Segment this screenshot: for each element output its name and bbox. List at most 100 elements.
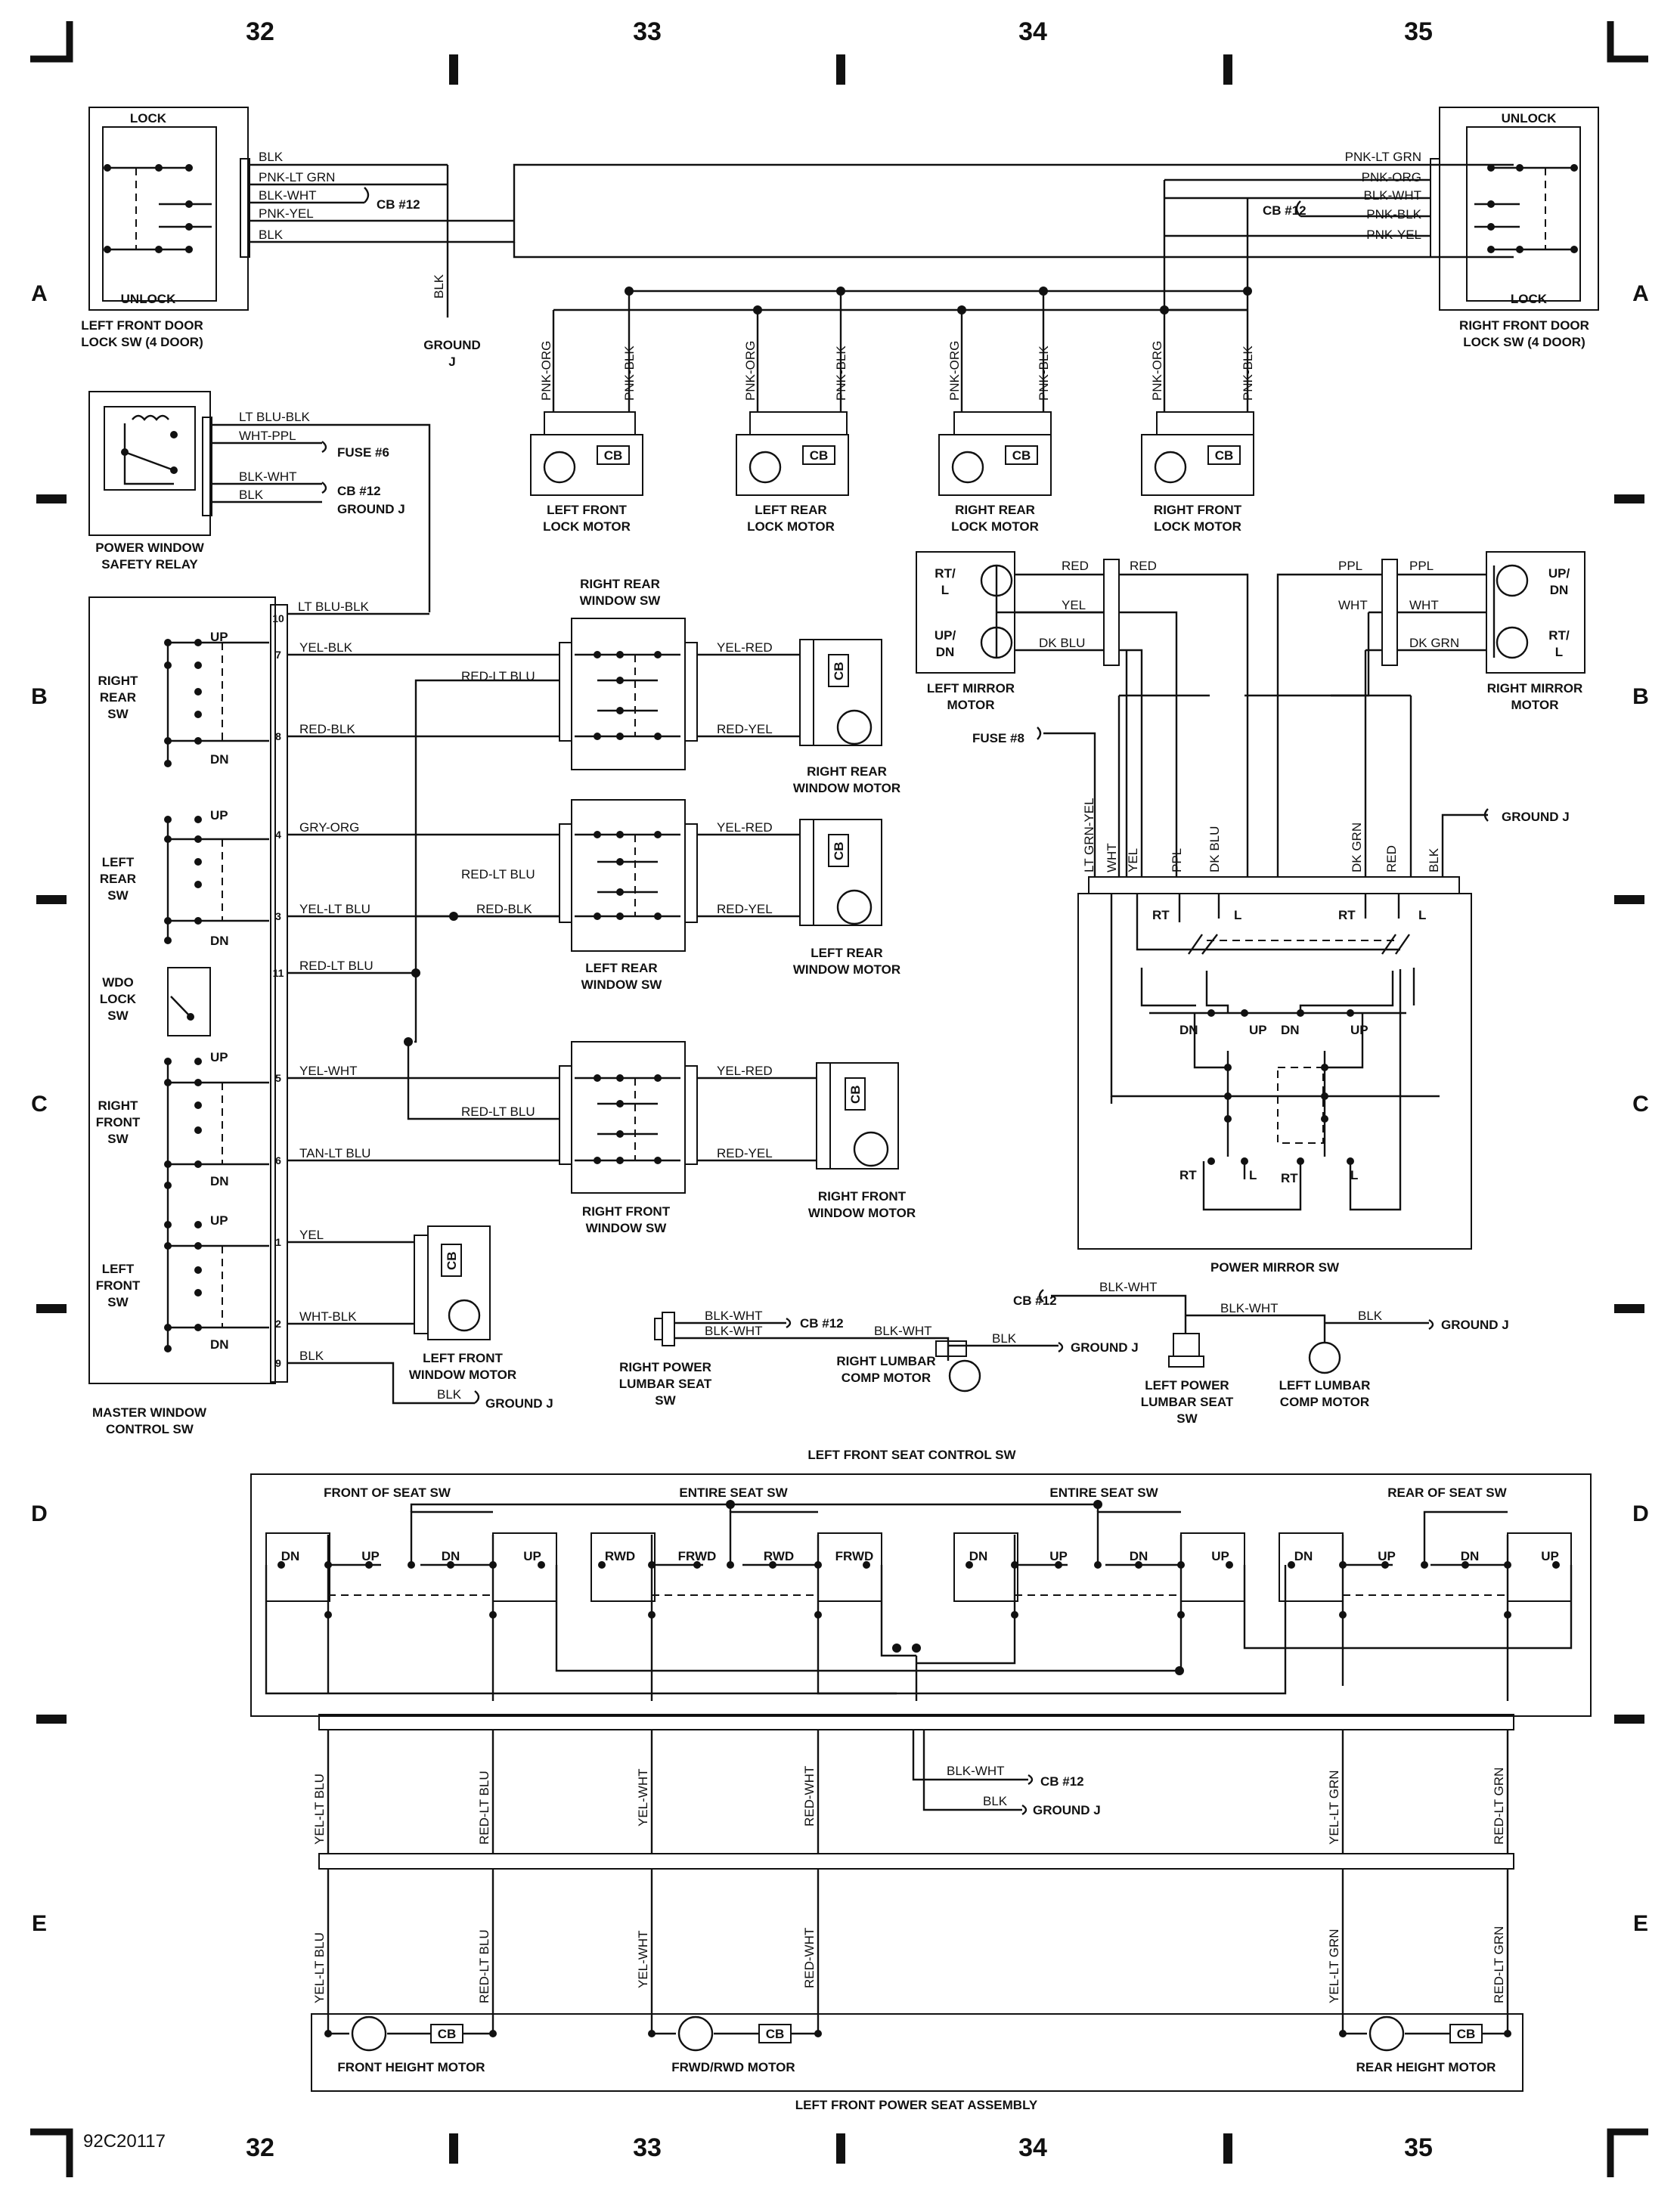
svg-text:DN: DN [1294, 1549, 1313, 1563]
svg-text:BLK: BLK [983, 1794, 1008, 1808]
svg-text:RED-YEL: RED-YEL [717, 902, 773, 916]
svg-text:CB: CB [1457, 2027, 1476, 2041]
right-mirror-motor: UP/ DN RT/ L RIGHT MIRROR MOTOR [1486, 551, 1585, 712]
svg-text:PPL: PPL [1409, 559, 1434, 573]
right-rear-window-switch: RIGHT REAR WINDOW SW RED-LT BLU YEL-RED … [461, 577, 800, 770]
svg-text:UP: UP [210, 808, 228, 823]
svg-text:UP: UP [210, 1213, 228, 1228]
svg-text:WINDOW SW: WINDOW SW [581, 977, 663, 992]
svg-text:9: 9 [275, 1357, 281, 1369]
svg-text:BLK-WHT: BLK-WHT [705, 1309, 763, 1323]
power-mirror-switch-label: POWER MIRROR SW [1210, 1260, 1340, 1275]
col-32-bottom: 32 [246, 2133, 274, 2162]
seat-control-title: LEFT FRONT SEAT CONTROL SW [807, 1448, 1016, 1462]
seat-harness: BLK-WHT BLK CB #12 GROUND J YEL-LT BLU R… [311, 1714, 1523, 2112]
left-door-switch-name-2: LOCK SW (4 DOOR) [81, 335, 203, 349]
svg-text:BLK-WHT: BLK-WHT [705, 1324, 763, 1338]
left-mirror-connector [1103, 559, 1120, 666]
svg-text:RIGHT MIRROR: RIGHT MIRROR [1487, 681, 1583, 696]
right-mirror-connector [1381, 559, 1398, 666]
svg-text:LEFT LUMBAR: LEFT LUMBAR [1279, 1378, 1371, 1393]
svg-text:ENTIRE SEAT SW: ENTIRE SEAT SW [679, 1486, 788, 1500]
master-ground-wire: BLK [437, 1387, 462, 1402]
tick-right-1 [1614, 494, 1644, 503]
svg-text:RED: RED [1130, 559, 1157, 573]
left-door-wire-5: BLK [259, 228, 284, 242]
svg-text:3: 3 [275, 910, 281, 922]
front-height-motor-label: FRONT HEIGHT MOTOR [337, 2060, 485, 2074]
row-d-right: D [1632, 1501, 1649, 1526]
door-lock-circuit: LOCK UNLOCK LEFT FRONT DOOR LOCK SW (4 D… [81, 107, 1599, 412]
svg-text:LOCK MOTOR: LOCK MOTOR [1154, 519, 1241, 534]
left-lumbar-motor-icon [1308, 1341, 1341, 1374]
col-34-top: 34 [1018, 17, 1047, 46]
svg-text:SW: SW [107, 1008, 129, 1023]
svg-text:DN: DN [281, 1549, 300, 1563]
svg-text:RT: RT [1179, 1168, 1197, 1182]
right-lumbar-motor-icon [948, 1359, 981, 1393]
svg-text:UP: UP [1350, 1023, 1368, 1037]
svg-text:DN: DN [936, 645, 955, 659]
seat-assembly-box [311, 2013, 1523, 2092]
svg-text:PNK-ORG: PNK-ORG [947, 341, 962, 401]
svg-text:GROUND J: GROUND J [1071, 1340, 1139, 1355]
motor-icon [749, 451, 782, 484]
svg-text:UP: UP [1211, 1549, 1229, 1563]
tick-right-4 [1614, 1715, 1644, 1724]
svg-text:RIGHT LUMBAR: RIGHT LUMBAR [836, 1354, 935, 1368]
tick-bottom-3 [1223, 2133, 1232, 2164]
svg-text:YEL: YEL [1062, 598, 1086, 612]
svg-text:DN: DN [1179, 1023, 1198, 1037]
svg-text:YEL-WHT: YEL-WHT [636, 1931, 650, 1989]
svg-text:RIGHT FRONT: RIGHT FRONT [582, 1204, 671, 1219]
left-lock-label: LOCK [130, 111, 167, 125]
front-height-motor-icon [351, 2015, 387, 2052]
svg-text:WINDOW MOTOR: WINDOW MOTOR [793, 962, 900, 977]
svg-text:RED-WHT: RED-WHT [802, 1928, 817, 1988]
tick-top-1 [449, 54, 458, 85]
motor-icon [836, 889, 873, 925]
grid-frame: 32 33 34 35 32 33 34 35 A B C D E A B C … [30, 17, 1649, 2177]
svg-text:1: 1 [275, 1236, 281, 1248]
svg-text:RT: RT [1281, 1171, 1298, 1185]
svg-text:RIGHT REAR: RIGHT REAR [955, 503, 1035, 517]
svg-text:CB: CB [832, 661, 846, 680]
power-mirror-switch [1077, 893, 1472, 1250]
mirror-circuit: RT/ L UP/ DN LEFT MIRROR MOTOR RED RED Y… [916, 551, 1585, 1275]
svg-text:YEL-RED: YEL-RED [717, 640, 773, 655]
motor-icon [448, 1299, 481, 1332]
right-lock-label: LOCK [1511, 292, 1548, 306]
svg-text:YEL-RED: YEL-RED [717, 820, 773, 835]
svg-text:GROUND J: GROUND J [1441, 1318, 1509, 1332]
svg-text:BLK: BLK [299, 1349, 324, 1363]
ground-drop-wire: BLK [432, 274, 446, 299]
svg-text:RT/: RT/ [1548, 628, 1570, 643]
svg-text:LOCK MOTOR: LOCK MOTOR [543, 519, 631, 534]
svg-text:LEFT REAR: LEFT REAR [755, 503, 826, 517]
master-ground-j: GROUND J [485, 1396, 553, 1411]
svg-text:WHT-PPL: WHT-PPL [239, 429, 296, 443]
row-c-left: C [31, 1092, 48, 1117]
seat-assembly-label: LEFT FRONT POWER SEAT ASSEMBLY [795, 2098, 1038, 2112]
svg-text:RIGHT: RIGHT [98, 674, 139, 688]
door-ground-label: GROUND [423, 338, 481, 352]
right-front-window-motor: CB RIGHT FRONT WINDOW MOTOR [808, 1062, 916, 1220]
svg-text:FRWD: FRWD [678, 1549, 717, 1563]
svg-text:CB: CB [1215, 448, 1234, 463]
right-door-lock-switch [1439, 107, 1599, 311]
svg-text:PNK-BLK: PNK-BLK [1037, 345, 1051, 401]
window-switches: RIGHT REAR WINDOW SW RED-LT BLU YEL-RED … [409, 577, 916, 1382]
svg-text:PNK-ORG: PNK-ORG [743, 341, 758, 401]
svg-text:DK GRN: DK GRN [1409, 636, 1459, 650]
right-rear-window-motor: CB RIGHT REAR WINDOW MOTOR [793, 639, 900, 795]
frwd-rwd-motor-label: FRWD/RWD MOTOR [671, 2060, 795, 2074]
svg-text:BLK-WHT: BLK-WHT [1099, 1280, 1158, 1294]
svg-text:BLK-WHT: BLK-WHT [947, 1764, 1005, 1778]
motor-icon [853, 1131, 889, 1167]
svg-text:BLK: BLK [1427, 847, 1441, 872]
svg-text:SW: SW [655, 1393, 676, 1408]
svg-text:YEL-WHT: YEL-WHT [299, 1064, 358, 1078]
svg-text:DN: DN [210, 934, 229, 948]
svg-text:WHT-BLK: WHT-BLK [299, 1309, 357, 1324]
tick-left-1 [36, 494, 67, 503]
